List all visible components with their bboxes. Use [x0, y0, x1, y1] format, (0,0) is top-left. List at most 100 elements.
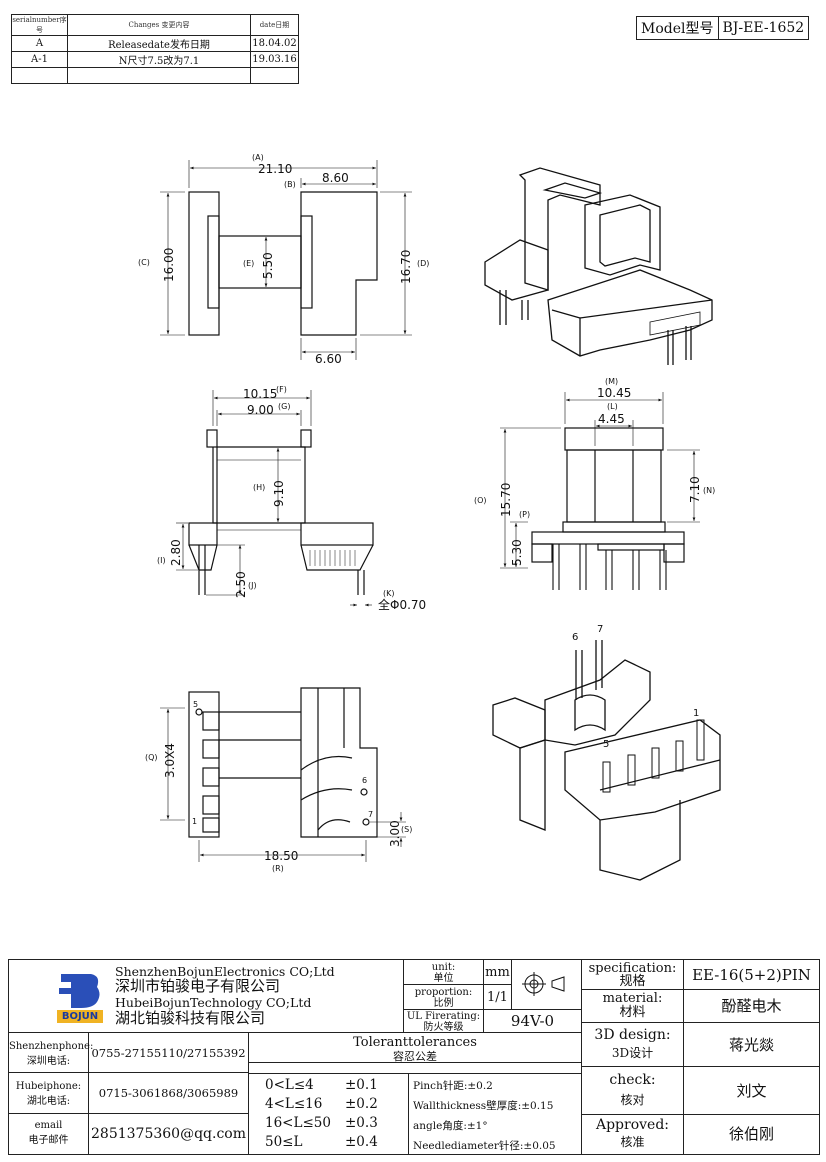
proportion-value: 1/1 [484, 985, 512, 1010]
dim-value: 10.45 [597, 386, 631, 400]
top-view [160, 160, 412, 360]
dim-value: 15.70 [499, 483, 513, 517]
sz-phone-label: Shenzhenphone: [9, 1041, 94, 1052]
check-label-cn: 核对 [620, 1093, 645, 1107]
dim-label: (M) [605, 377, 618, 386]
dim-label: (A) [252, 153, 264, 162]
dim-value: 2.50 [234, 571, 248, 598]
dim-label: (C) [138, 258, 150, 267]
dim-label: (L) [607, 402, 618, 411]
tolerance-note: angle角度:±1° [413, 1120, 488, 1132]
email-label-cn: 电子邮件 [28, 1135, 69, 1146]
tolerance-row: 0<L≤4±0.1 [265, 1076, 408, 1095]
sz-phone-label-cn: 深圳电话: [26, 1056, 71, 1067]
company-cn-2: 湖北铂骏科技有限公司 [115, 1009, 266, 1027]
dim-label: (O) [474, 496, 487, 505]
dim-value: 6.60 [315, 352, 342, 366]
tolerance-title-cn: 容忍公差 [393, 1050, 437, 1063]
tolerance-spacer [249, 1063, 582, 1073]
pin-label: 1 [192, 817, 197, 826]
front-view [176, 390, 374, 607]
proportion-label-cn: 比例 [433, 998, 454, 1009]
approved-value: 徐伯刚 [728, 1125, 774, 1143]
ul-value: 94V-0 [484, 1010, 582, 1033]
tolerance-note: Pinch针距:±0.2 [413, 1080, 493, 1092]
approved-label-cell: Approved: 核准 [582, 1115, 684, 1154]
drawing-canvas: (A) 21.10 (B) 8.60 (C) (E) (D) 6.60 (F) … [138, 153, 721, 881]
tolerance-note: Needlediameter针径:±0.05 [413, 1140, 556, 1152]
model-value: BJ-EE-1652 [717, 17, 809, 39]
tolerance-notes: Pinch针距:±0.2 Wallthickness壁厚度:±0.15 angl… [409, 1073, 582, 1154]
revision-table: serialnumber序号 Changes 变更内容 date日期 A Rel… [11, 14, 299, 84]
hb-phone-label-cn: 湖北电话: [26, 1096, 71, 1107]
hb-phone-label: Hubeiphone: [15, 1081, 82, 1092]
tolerance-range: 0<L≤4 [265, 1077, 314, 1093]
dim-value: 18.50 [264, 849, 298, 863]
hb-phone-label-cell: Hubeiphone: 湖北电话: [9, 1073, 89, 1114]
pin-label: 5 [193, 700, 198, 709]
company-cell: BOJUN ShenzhenBojunElectronics CO;Ltd 深圳… [9, 960, 404, 1033]
dim-label: (B) [284, 180, 296, 189]
tolerance-ranges: 0<L≤4±0.1 4<L≤16±0.2 16<L≤50 ±0.3 50≤L ±0.… [249, 1073, 409, 1154]
design-label: 3D design: [594, 1027, 671, 1043]
dim-label: (S) [401, 825, 412, 834]
material-label: material: [602, 991, 663, 1006]
tolerance-row: 50≤L ±0.4 [265, 1133, 408, 1152]
dim-label: (F) [276, 385, 287, 394]
dim-label: (H) [253, 483, 265, 492]
dim-label: (K) [383, 589, 395, 598]
proportion-label-cell: proportion: 比例 [404, 985, 484, 1010]
company-en-1: ShenzhenBojunElectronics CO;Ltd [115, 964, 335, 979]
spec-label: specification: [588, 961, 677, 976]
material-label-cell: material: 材料 [582, 990, 684, 1023]
tolerance-title-cell: Toleranttolerances 容忍公差 [249, 1033, 582, 1063]
title-block: BOJUN ShenzhenBojunElectronics CO;Ltd 深圳… [8, 959, 820, 1155]
dim-label: (G) [278, 402, 290, 411]
tolerance-range: 50≤L [265, 1134, 303, 1150]
tolerance-value: ±0.3 [345, 1115, 378, 1131]
model-box: Model型号 BJ-EE-1652 [636, 16, 810, 40]
dim-label: (N) [703, 486, 715, 495]
email-label-cell: email 电子邮件 [9, 1114, 89, 1154]
dim-value: 8.60 [322, 171, 349, 185]
sz-phone-label-cell: Shenzhenphone: 深圳电话: [9, 1033, 94, 1073]
dim-label: (R) [272, 864, 284, 873]
unit-value: mm [484, 960, 512, 985]
company-en-2: HubeiBojunTechnology CO;Ltd [115, 995, 312, 1010]
tolerance-row: 16<L≤50 ±0.3 [265, 1114, 408, 1133]
projection-symbol-cell [512, 960, 582, 1010]
projection-symbol-icon [522, 972, 565, 996]
ul-label-cell: UL Firerating: 防火等级 [404, 1010, 484, 1033]
iso-pin-label: 5 [603, 739, 609, 750]
spec-label-cell: specification: 规格 [582, 960, 684, 990]
tolerance-value: ±0.4 [345, 1134, 378, 1150]
dim-label: (D) [417, 259, 429, 268]
email-label: email [34, 1120, 63, 1131]
model-label: Model型号 [641, 21, 714, 37]
bottom-view [160, 687, 406, 862]
dim-value: 16.00 [162, 248, 176, 282]
dim-value: 3.0X4 [163, 743, 177, 778]
dim-value: 全Φ0.70 [378, 597, 426, 612]
iso-view-top [484, 167, 713, 365]
check-label: check: [609, 1072, 656, 1088]
tolerance-range: 16<L≤50 [265, 1115, 331, 1131]
dim-label: (J) [248, 581, 257, 590]
hb-phone: 0715-3061868/3065989 [89, 1073, 249, 1114]
approved-label-cn: 核准 [620, 1135, 645, 1149]
logo-text: BOJUN [57, 1010, 103, 1023]
ul-label-cn: 防火等级 [423, 1022, 464, 1033]
iso-pin-label: 1 [693, 708, 699, 719]
tolerance-row: 4<L≤16±0.2 [265, 1095, 408, 1114]
spec-label-cn: 规格 [619, 974, 646, 989]
unit-label-cn: 单位 [433, 973, 454, 984]
check-value: 刘文 [684, 1067, 819, 1115]
pin-label: 6 [362, 776, 367, 785]
approved-label: Approved: [595, 1117, 670, 1133]
dim-value: 10.15 [243, 387, 277, 401]
design-label-cn: 3D设计 [611, 1046, 654, 1060]
tolerance-value: ±0.2 [345, 1096, 378, 1112]
dim-value: 7.10 [688, 476, 702, 503]
pin-label: 7 [368, 810, 373, 819]
dim-value: 3.00 [388, 820, 402, 847]
